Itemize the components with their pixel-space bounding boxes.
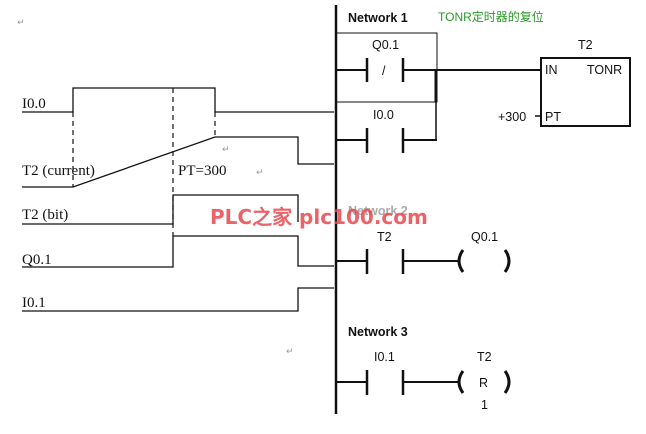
coil-t2-address: T2	[477, 350, 492, 364]
coil-t2-left-paren	[457, 370, 465, 394]
paragraph-mark: ↵	[17, 18, 25, 28]
signal-i00-waveform	[22, 87, 334, 113]
tonr-pt-pin: PT	[545, 110, 561, 124]
coil-q01-left-paren	[457, 249, 465, 273]
coil-t2-right-paren	[503, 370, 511, 394]
signal-i01-waveform	[22, 287, 334, 312]
contact-t2-address: T2	[377, 230, 392, 244]
signal-q01-waveform	[22, 235, 334, 268]
network-3-title: Network 3	[348, 325, 408, 339]
network-1-title: Network 1	[348, 11, 408, 25]
contact-q01-negation-symbol: /	[382, 64, 386, 78]
coil-t2-reset-count: 1	[481, 398, 488, 412]
preset-label: PT=300	[178, 163, 226, 179]
paragraph-mark: ↵	[222, 145, 230, 155]
tonr-type-label: TONR	[587, 63, 622, 77]
signal-label-t2-bit: T2 (bit)	[22, 207, 68, 223]
signal-t2-bit-waveform	[22, 194, 299, 225]
contact-q01-address: Q0.1	[372, 38, 399, 52]
signal-label-q01: Q0.1	[22, 252, 52, 268]
watermark: PLC之家 plc100.com	[210, 205, 428, 229]
tonr-pt-value: +300	[498, 110, 526, 124]
paragraph-mark: ↵	[256, 168, 264, 178]
contact-i01-address: I0.1	[374, 350, 395, 364]
coil-q01-right-paren	[503, 249, 511, 273]
tonr-box	[540, 57, 631, 127]
coil-q01-address: Q0.1	[471, 230, 498, 244]
tonr-in-pin: IN	[545, 63, 558, 77]
contact-i00-address: I0.0	[373, 108, 394, 122]
signal-label-i00: I0.0	[22, 96, 46, 112]
signal-label-i01: I0.1	[22, 295, 46, 311]
network-2-title: Network 2	[348, 204, 408, 218]
paragraph-mark: ↵	[286, 347, 294, 357]
coil-t2-reset-symbol: R	[479, 376, 488, 390]
signal-t2-current-waveform	[22, 136, 334, 188]
tonr-box-name: T2	[578, 38, 593, 52]
signal-label-t2-current: T2 (current)	[22, 163, 95, 179]
network-1-comment: TONR定时器的复位	[438, 9, 544, 24]
